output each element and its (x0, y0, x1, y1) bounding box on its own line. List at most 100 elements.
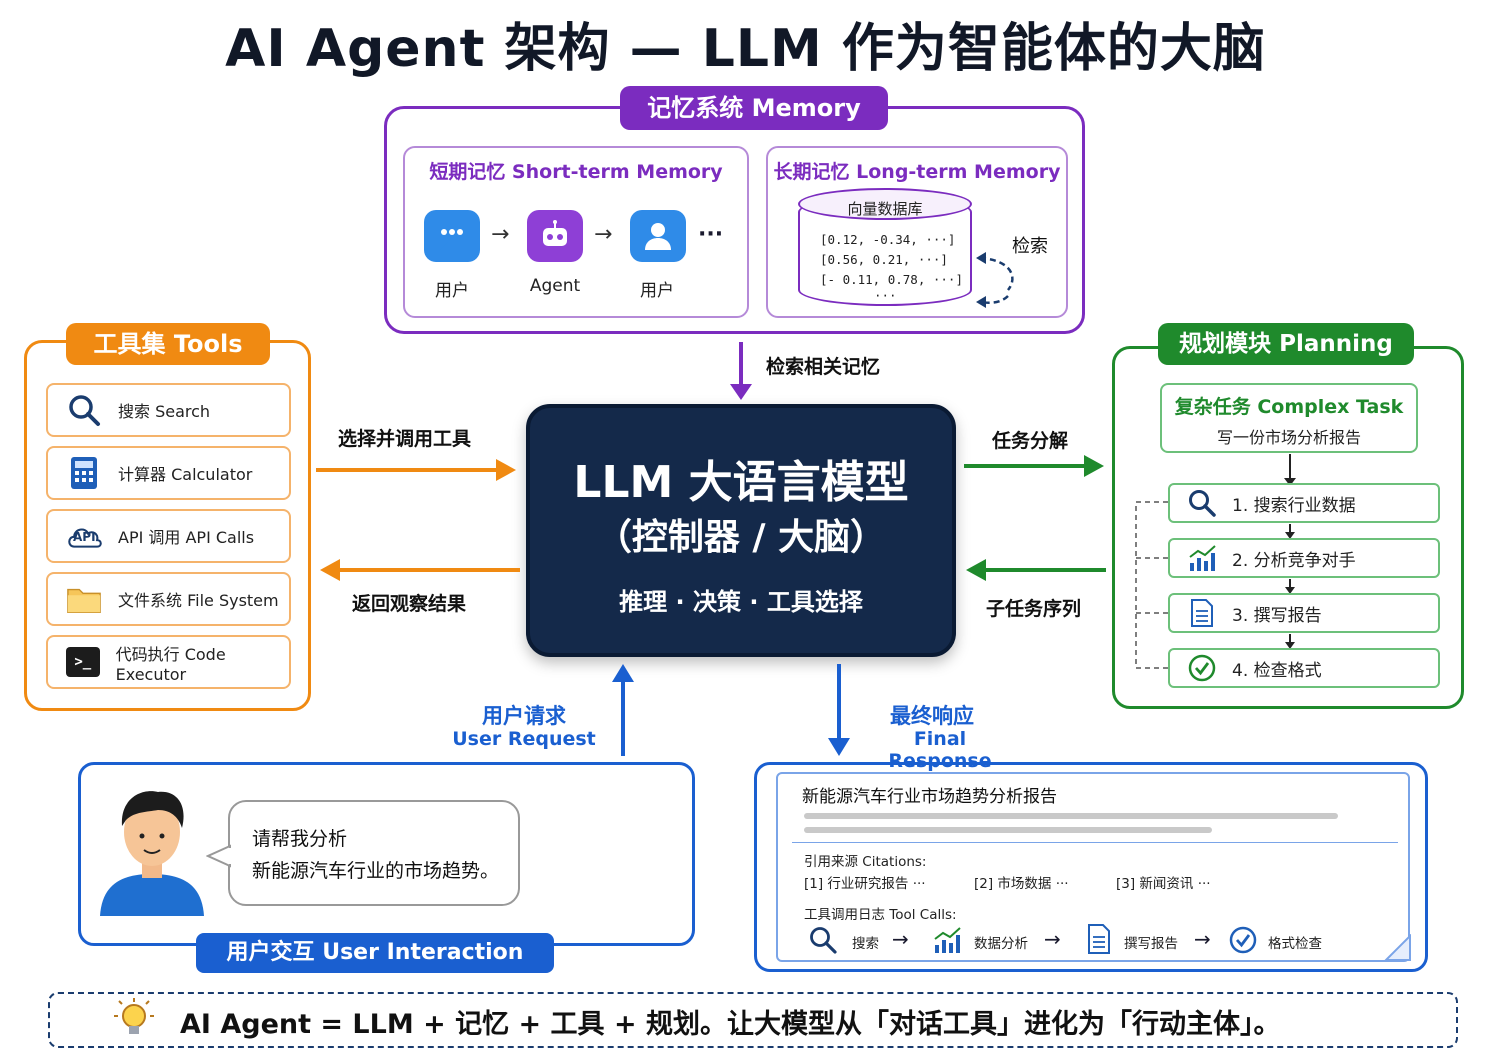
retrieve-label: 检索 (1012, 236, 1048, 257)
user-icon (630, 210, 686, 262)
arrow-right-icon: → (1044, 927, 1061, 951)
toolcall-search: 搜索 (852, 936, 879, 952)
doc-text-line (804, 813, 1338, 819)
long-term-memory-panel (766, 146, 1068, 318)
toolcall-write-report: 撰写报告 (1124, 936, 1178, 952)
lightbulb-icon (114, 998, 154, 1034)
user-request-en: User Request (452, 728, 596, 750)
check-circle-icon (1229, 926, 1257, 954)
plan-step-3-label: 3. 撰写报告 (1232, 605, 1322, 626)
vector-db-title: 向量数据库 (847, 200, 923, 218)
llm-subtitle: （控制器 / 大脑） (595, 517, 887, 558)
final-response-en: Final Response (888, 728, 992, 772)
api-cloud-icon: API (66, 518, 102, 554)
arrow-down-memory (730, 342, 752, 400)
return-result-label: 返回观察结果 (352, 593, 467, 615)
complex-task-subtitle: 写一份市场分析报告 (1216, 428, 1361, 447)
arrow-right-icon: → (491, 222, 510, 247)
document-icon (1186, 597, 1218, 629)
short-term-item-agent: Agent (529, 276, 581, 296)
search-icon (1186, 487, 1218, 519)
user-speech-bubble (228, 800, 520, 906)
tool-search[interactable]: 搜索 Search (46, 383, 291, 437)
long-term-memory-title: 长期记忆 Long-term Memory (773, 161, 1061, 183)
arrow-right-icon: → (1194, 927, 1211, 951)
ellipsis-icon: ··· (698, 222, 724, 247)
tool-api-label: API 调用 API Calls (118, 528, 255, 547)
tools-badge: 工具集 Tools (66, 323, 270, 365)
bubble-tail (206, 844, 232, 868)
user-request-cn: 用户请求 (482, 704, 566, 728)
retrieve-cycle-icon (976, 252, 1014, 308)
citations-label: 引用来源 Citations: (804, 854, 927, 870)
subtasks-label: 子任务序列 (986, 598, 1082, 620)
calculator-icon (66, 455, 102, 491)
search-icon (66, 392, 102, 428)
short-term-memory-panel (403, 146, 749, 318)
bar-chart-icon (1186, 542, 1218, 574)
tool-file-system-label: 文件系统 File System (118, 591, 279, 610)
tool-code-executor[interactable]: >_ 代码执行 Code Executor (46, 635, 291, 689)
plan-step-3: 3. 撰写报告 (1168, 593, 1440, 633)
planning-connectors (1135, 454, 1296, 669)
tool-calculator[interactable]: 计算器 Calculator (46, 446, 291, 500)
tool-calculator-label: 计算器 Calculator (118, 465, 253, 484)
summary-footer (48, 992, 1458, 1048)
user-avatar-icon (100, 791, 204, 916)
plan-step-4: 4. 检查格式 (1168, 648, 1440, 688)
user-interaction-badge: 用户交互 User Interaction (196, 933, 554, 973)
arrow-down-final-response (828, 664, 850, 756)
retrieve-memory-label: 检索相关记忆 (766, 356, 881, 378)
citation-3: [3] 新闻资讯 ··· (1116, 876, 1211, 892)
complex-task-card (1160, 383, 1418, 453)
llm-core-panel (526, 404, 956, 657)
vector-row: [0.12, -0.34, ···] (820, 232, 956, 247)
tool-file-system[interactable]: 文件系统 File System (46, 572, 291, 626)
toolcall-format-check: 格式检查 (1268, 936, 1322, 952)
citation-1: [1] 行业研究报告 ··· (804, 876, 926, 892)
arrow-right-to-planning (964, 455, 1104, 477)
terminal-icon: >_ (66, 647, 100, 677)
llm-title: LLM 大语言模型 (573, 457, 909, 508)
citation-2: [2] 市场数据 ··· (974, 876, 1069, 892)
decompose-label: 任务分解 (992, 430, 1069, 452)
arrow-left-to-llm (966, 559, 1106, 581)
robot-icon (527, 210, 583, 262)
response-document (776, 772, 1410, 962)
search-icon (810, 927, 837, 954)
document-icon (1088, 924, 1110, 954)
short-term-item-user-2: 用户 (640, 281, 674, 301)
short-term-item-user-1: 用户 (435, 281, 469, 301)
doc-text-line (804, 827, 1212, 833)
short-term-memory-title: 短期记忆 Short-term Memory (429, 161, 723, 183)
tool-api[interactable]: API API 调用 API Calls (46, 509, 291, 563)
bar-chart-icon (934, 927, 961, 953)
doc-divider (792, 842, 1398, 843)
tool-search-label: 搜索 Search (118, 402, 211, 421)
plan-step-1: 1. 搜索行业数据 (1168, 483, 1440, 523)
bubble-line-2: 新能源汽车行业的市场趋势。 (252, 860, 500, 882)
arrow-right-icon: → (594, 222, 613, 247)
complex-task-title: 复杂任务 Complex Task (1174, 396, 1404, 418)
toolcalls-label: 工具调用日志 Tool Calls: (804, 907, 957, 923)
planning-badge: 规划模块 Planning (1158, 323, 1414, 365)
page-curl-icon (1384, 934, 1411, 961)
chat-bubble-icon (424, 210, 480, 262)
vector-row: [0.56, 0.21, ···] (820, 252, 948, 267)
summary-text: AI Agent = LLM + 记忆 + 工具 + 规划。让大模型从「对话工具… (180, 1009, 1281, 1040)
vector-row: [- 0.11, 0.78, ···] (820, 272, 963, 287)
vector-more: ··· (874, 288, 897, 303)
plan-step-2-label: 2. 分析竞争对手 (1232, 550, 1356, 571)
plan-step-1-label: 1. 搜索行业数据 (1232, 495, 1356, 516)
response-doc-title: 新能源汽车行业市场趋势分析报告 (802, 787, 1057, 807)
memory-badge: 记忆系统 Memory (620, 86, 888, 130)
arrow-right-to-llm (316, 459, 516, 481)
arrow-up-user-request (612, 664, 634, 756)
tool-code-executor-label: 代码执行 Code Executor (115, 644, 226, 684)
plan-step-4-label: 4. 检查格式 (1232, 660, 1322, 681)
arrow-left-to-tools (320, 559, 520, 581)
folder-icon (66, 581, 102, 617)
arrow-right-icon: → (892, 927, 909, 951)
api-icon-text: API (73, 530, 96, 544)
check-circle-icon (1186, 652, 1218, 684)
